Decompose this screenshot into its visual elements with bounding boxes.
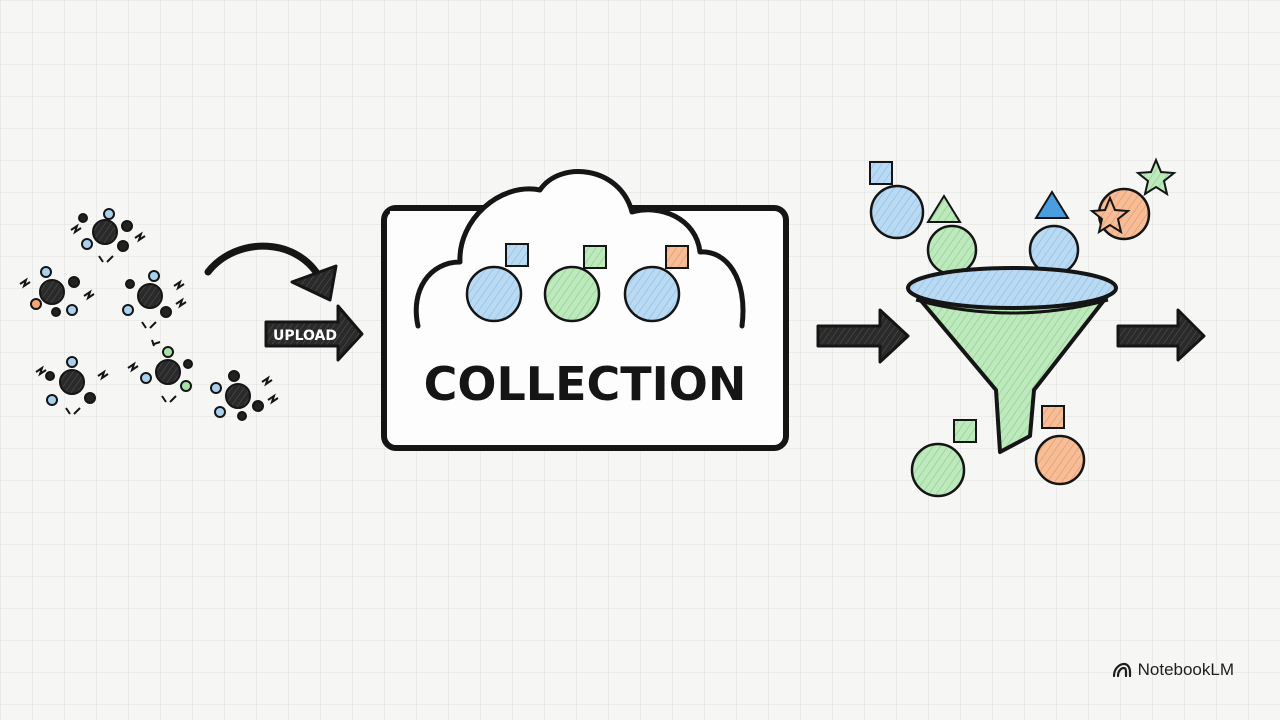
green-star	[1138, 160, 1174, 194]
green-circle	[928, 226, 976, 274]
notebooklm-watermark: NotebookLM	[1112, 660, 1234, 680]
arrow-right-icon	[818, 310, 908, 362]
orange-circle	[1036, 436, 1084, 484]
blue-square	[870, 162, 892, 184]
blue-square	[506, 244, 528, 266]
orange-square	[666, 246, 688, 268]
green-triangle	[928, 196, 960, 222]
user-cluster-icon	[36, 357, 108, 414]
green-circle	[912, 444, 964, 496]
green-square	[584, 246, 606, 268]
blue-circle	[625, 267, 679, 321]
brand-name: NotebookLM	[1138, 660, 1234, 680]
user-cluster-icon	[211, 371, 278, 420]
notebooklm-logo-icon	[1112, 662, 1132, 678]
green-square	[954, 420, 976, 442]
blue-circle	[871, 186, 923, 238]
user-clusters	[20, 209, 278, 420]
blue-circle	[467, 267, 521, 321]
collection-label: COLLECTION	[424, 357, 747, 411]
orange-square	[1042, 406, 1064, 428]
arrow-right-icon	[1118, 310, 1204, 360]
user-cluster-icon	[128, 340, 192, 402]
user-cluster-icon	[123, 271, 186, 328]
blue-triangle	[1036, 192, 1068, 218]
upload-label: UPLOAD	[273, 328, 337, 344]
user-cluster-icon	[20, 267, 94, 316]
green-circle	[545, 267, 599, 321]
collection-box: COLLECTION	[384, 172, 786, 448]
curved-arrow-icon	[208, 246, 336, 300]
upload-arrow: UPLOAD	[266, 306, 362, 360]
user-cluster-icon	[71, 209, 145, 262]
